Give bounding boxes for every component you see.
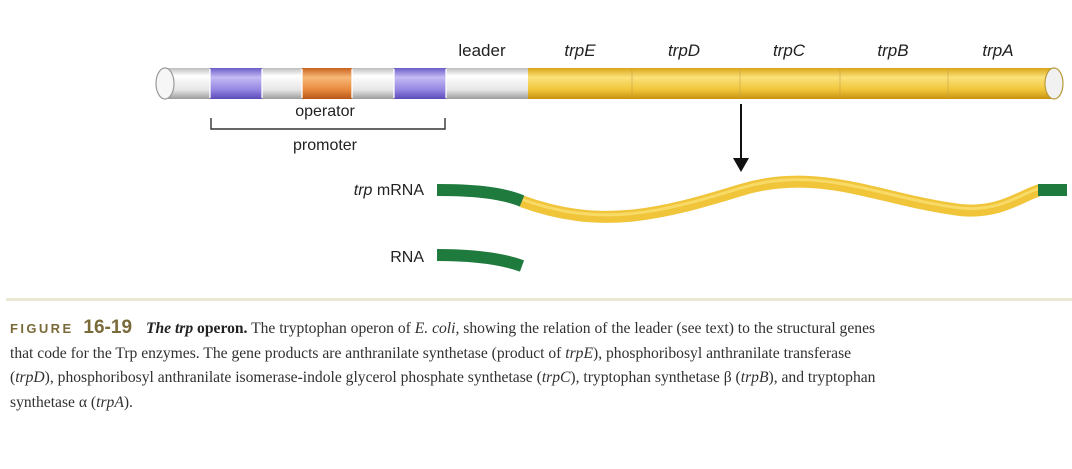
mrna-label-rest: mRNA (372, 182, 424, 199)
caption-segment: ), phosphoribosyl anthranilate isomerase… (44, 369, 542, 387)
transcription-arrow (733, 104, 749, 172)
caption-body: The tryptophan operon of E. coli, showin… (10, 320, 875, 411)
mrna-leader-green (436, 184, 525, 207)
rna-label: RNA (390, 249, 424, 266)
caption-segment: trpB (740, 369, 769, 387)
leader-label: leader (458, 41, 506, 60)
mrna-yellow-coding-region (518, 175, 1042, 223)
figure-title-italic: The trp (145, 320, 194, 337)
trp-mrna-strand (436, 175, 1067, 223)
dna-promoter-gap-2 (352, 68, 394, 99)
caption-segment: ), phosphoribosyl anthranilate transfera… (10, 344, 852, 387)
dna-structural-genes (528, 68, 1054, 99)
caption-segment: E. coli, (414, 320, 460, 337)
promoter-label: promoter (293, 137, 358, 154)
gene-label-trpC: trpC (773, 41, 806, 60)
figure-word: FIGURE (10, 321, 74, 336)
dna-promoter-segment-2 (394, 68, 446, 99)
caption-segment: trpC (541, 369, 571, 387)
dna-promoter-segment-1 (210, 68, 262, 99)
caption-segment: The tryptophan operon of (247, 320, 415, 337)
caption-segment: ), and tryptophan synthetase α ( (10, 369, 876, 411)
mrna-label-italic: trp (354, 182, 373, 199)
diagram-canvas: leader trpE trpD trpC trpB trpA operator… (155, 41, 1067, 272)
promoter-bracket (210, 118, 446, 130)
dna-promoter-gap-1 (262, 68, 302, 99)
dna-operator-segment (302, 68, 352, 99)
caption-segment: trpA (96, 393, 124, 411)
dna-right-end-cap (1044, 67, 1064, 100)
dna-left-end-cap (155, 67, 175, 100)
caption-segment: trpE (565, 344, 594, 362)
segment-separators (209, 69, 447, 98)
figure-caption: FIGURE 16-19 The trp operon. The tryptop… (10, 316, 890, 415)
attenuated-rna-strand (436, 249, 525, 272)
mrna-label: trp mRNA (354, 182, 425, 199)
figure-number: 16-19 (83, 317, 133, 338)
trp-operon-diagram: leader trpE trpD trpC trpB trpA operator… (155, 41, 1067, 272)
gene-label-trpD: trpD (668, 41, 700, 60)
caption-segment: trpD (15, 369, 45, 387)
gene-label-trpE: trpE (564, 41, 596, 60)
dna-cylinder (155, 67, 1064, 100)
caption-segment: showing the relation of the leader (see … (10, 320, 876, 362)
figure-title: The trp operon. (146, 320, 248, 337)
gene-label-trpB: trpB (877, 41, 908, 60)
caption-segment: ), tryptophan synthetase β ( (570, 369, 741, 387)
gene-label-trpA: trpA (982, 41, 1013, 60)
caption-divider (6, 298, 1072, 301)
figure-title-rest: operon. (193, 320, 248, 337)
caption-segment: ). (123, 393, 133, 411)
operator-label: operator (295, 103, 355, 120)
gene-boundaries (631, 69, 949, 98)
dna-leader-fade (446, 68, 530, 99)
mrna-yellow-highlight (520, 178, 1041, 217)
